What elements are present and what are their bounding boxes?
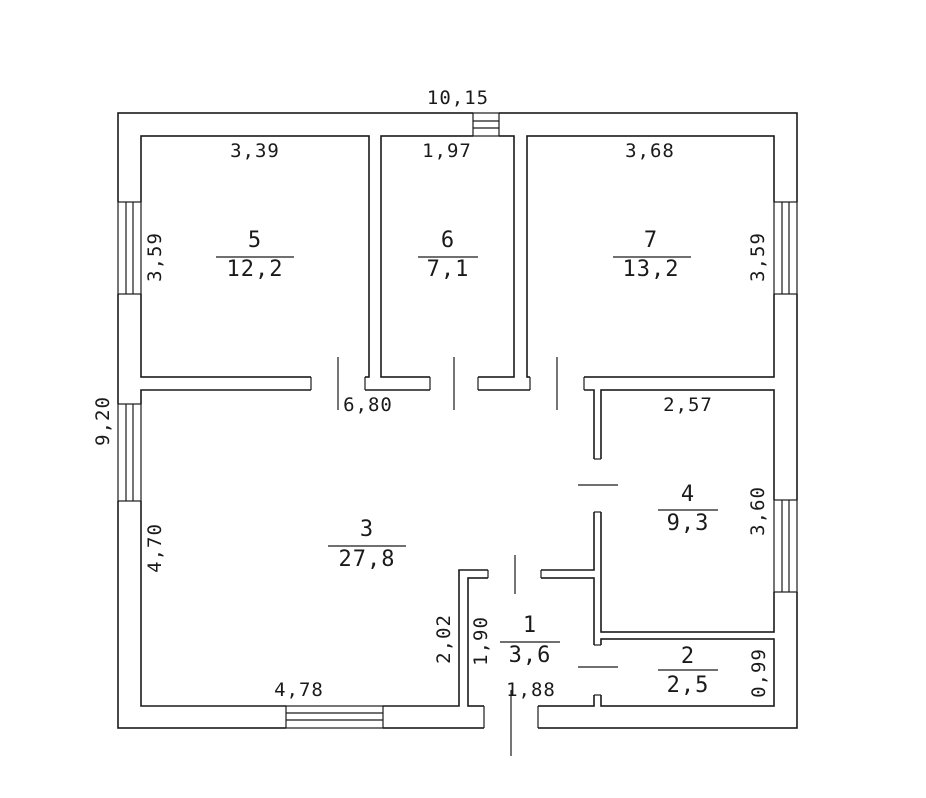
door-room-5 [310,357,366,410]
room-7-area: 13,2 [623,257,680,282]
outer-walls [117,112,798,729]
room-7-height-label: 3,59 [747,232,769,282]
room-6-area: 7,1 [427,257,470,282]
room-4-height-label: 3,60 [747,486,769,536]
doors [310,357,618,756]
room-3-area: 27,8 [339,547,396,572]
room-3-number: 3 [360,517,374,542]
room-3-height-label: 4,70 [144,523,166,573]
room-1-area: 3,6 [509,643,552,668]
window-top [472,112,500,137]
room-5-area: 12,2 [227,257,284,282]
room-1-height-label: 1,90 [470,616,492,666]
door-room-6 [429,357,479,410]
window-bottom [285,705,384,729]
room-5-number: 5 [248,228,262,253]
overall-width-label: 10,15 [427,87,489,109]
room-3-width-label: 6,80 [343,394,393,416]
fraction-bars [216,256,718,671]
outer-wall-outline [117,112,798,729]
door-room-4 [578,458,618,513]
room-7-number: 7 [644,228,658,253]
room-3-bottom-width-label: 4,78 [274,679,324,701]
room-5-width-label: 3,39 [230,140,280,162]
window-right-lower [773,499,798,593]
overall-height-label: 9,20 [92,396,114,446]
room-6-width-label: 1,97 [422,140,472,162]
door-room-7 [529,357,585,410]
room-3-outline [140,389,595,707]
room-outlines [140,135,775,707]
window-left-upper [117,201,142,295]
door-room-1-top [487,555,542,594]
room-2-number: 2 [681,644,695,669]
room-4-width-label: 2,57 [663,394,713,416]
room-4-area: 9,3 [667,511,710,536]
room-7-width-label: 3,68 [625,140,675,162]
window-right-upper [773,201,798,295]
room-3-notch-height-label: 2,02 [433,614,455,664]
window-left-lower [117,403,142,502]
room-5-height-label: 3,59 [144,232,166,282]
room-4-number: 4 [681,482,695,507]
windows [117,112,798,729]
room-2-height-label: 0,99 [748,648,770,698]
door-room-2 [578,644,618,696]
room-6-number: 6 [441,228,455,253]
room-2-area: 2,5 [667,673,710,698]
room-1-number: 1 [523,613,537,638]
room-1-width-label: 1,88 [506,679,556,701]
door-entrance [483,690,539,756]
